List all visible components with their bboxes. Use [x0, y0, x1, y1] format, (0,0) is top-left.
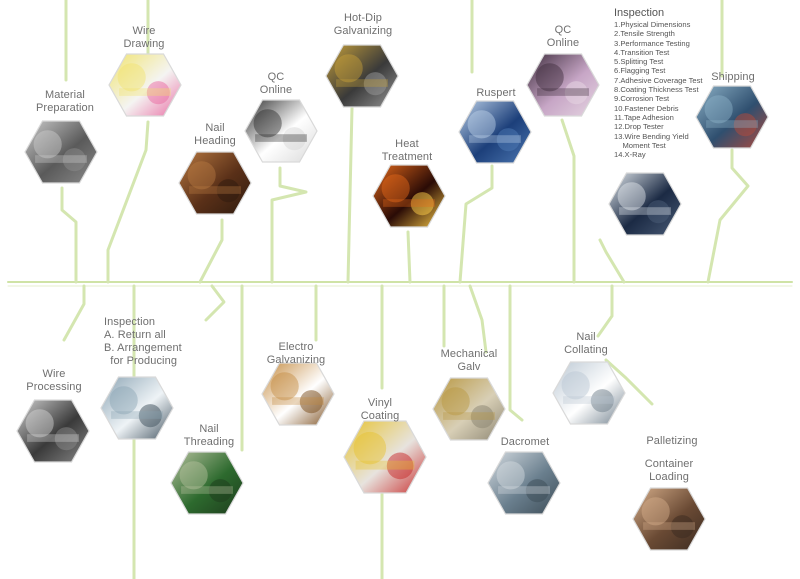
wire-coil-photo	[16, 399, 90, 463]
colored-nails-photo	[108, 53, 182, 117]
hex-nail-threading	[170, 451, 244, 515]
hex-inspection-arrangement	[100, 376, 174, 440]
bridge-photo	[526, 53, 600, 117]
connector-line	[470, 286, 486, 352]
hex-container-loading	[632, 487, 706, 551]
connector-line	[64, 286, 84, 340]
test-item: 4.Transition Test	[614, 48, 703, 57]
hex-electro-galvanizing	[261, 362, 335, 426]
label-nail-collating: Nail Collating	[560, 331, 612, 357]
test-item: 2.Tensile Strength	[614, 29, 703, 38]
connector-line	[510, 286, 522, 420]
label-mechanical-galv: Mechanical Galv	[436, 348, 502, 374]
test-item: 9.Corrosion Test	[614, 94, 703, 103]
hex-dacromet	[487, 451, 561, 515]
connector-line	[108, 122, 148, 282]
label-qc-online-2: QC Online	[538, 24, 588, 50]
test-item: 10.Fastener Debris	[614, 104, 703, 113]
connector-line	[408, 232, 410, 282]
collated-nails-photo	[261, 362, 335, 426]
label-material-preparation: Material Preparation	[22, 89, 108, 115]
test-item: 11.Tape Adhesion	[614, 113, 703, 122]
inspector-silhouette-photo	[244, 99, 318, 163]
test-item: 12.Drop Tester	[614, 122, 703, 131]
label-nail-heading: Nail Heading	[188, 122, 242, 148]
label-nail-threading: Nail Threading	[176, 423, 242, 449]
green-machine-photo	[170, 451, 244, 515]
paint-cans-photo	[343, 420, 427, 494]
label-heat-treatment: Heat Treatment	[374, 138, 440, 164]
furnace-photo	[372, 164, 446, 228]
hex-heat-treatment	[372, 164, 446, 228]
label-hot-dip-galvanizing: Hot-Dip Galvanizing	[326, 12, 400, 38]
blue-screws-photo	[458, 100, 532, 164]
label-wire-drawing: Wire Drawing	[112, 25, 176, 51]
hex-shipping	[695, 85, 769, 149]
connector-line	[460, 166, 492, 282]
factory-workers-photo	[178, 151, 252, 215]
hex-inspection-tests	[608, 172, 682, 236]
test-item: 14.X-Ray	[614, 150, 703, 159]
label-inspection-arrangement: Inspection A. Return all B. Arrangement …	[104, 316, 190, 368]
connector-line	[200, 220, 222, 282]
connector-line	[562, 120, 574, 282]
connector-line	[708, 150, 748, 282]
label-inspection-tests: Inspection	[614, 7, 703, 20]
label-electro-galvanizing: Electro Galvanizing	[262, 341, 330, 367]
steel-nuts-photo	[24, 120, 98, 184]
connector-line	[272, 168, 306, 282]
connector-line	[62, 188, 76, 282]
connector-line	[348, 108, 352, 282]
doctor-photo	[100, 376, 174, 440]
label-vinyl-coating: Vinyl Coating	[352, 397, 408, 423]
label-shipping: Shipping	[704, 71, 762, 84]
connector-line	[206, 286, 224, 320]
container-ship-photo	[695, 85, 769, 149]
hex-nail-collating	[552, 361, 626, 425]
wire-collated-nails-photo	[552, 361, 626, 425]
test-item: 6.Flagging Test	[614, 66, 703, 75]
label-container-loading: Container Loading	[636, 458, 702, 484]
test-item: 3.Performance Testing	[614, 39, 703, 48]
hex-nail-heading	[178, 151, 252, 215]
test-item: 5.Splitting Test	[614, 57, 703, 66]
hex-wire-drawing	[108, 53, 182, 117]
hex-hot-dip-galvanizing	[325, 44, 399, 108]
hex-vinyl-coating	[343, 420, 427, 494]
label-palletizing: Palletizing	[636, 435, 708, 448]
test-item: 8.Coating Thickness Test	[614, 85, 703, 94]
hex-ruspert	[458, 100, 532, 164]
connector-line	[600, 240, 624, 282]
hex-mechanical-galv	[432, 377, 506, 441]
test-machine-photo	[608, 172, 682, 236]
label-dacromet: Dacromet	[494, 436, 556, 449]
test-item: 13.Wire Bending Yield Moment Test	[614, 132, 703, 151]
hex-wire-processing	[16, 399, 90, 463]
connector-line	[598, 286, 612, 336]
label-qc-online-1: QC Online	[254, 71, 298, 97]
hex-qc-online-2	[526, 53, 600, 117]
label-ruspert: Ruspert	[470, 87, 522, 100]
nail-strip-photo	[325, 44, 399, 108]
golden-screws-photo	[432, 377, 506, 441]
hex-qc-online-1	[244, 99, 318, 163]
test-item: 7.Adhesive Coverage Test	[614, 76, 703, 85]
dacromet-plant-photo	[487, 451, 561, 515]
test-item: 1.Physical Dimensions	[614, 20, 703, 29]
warehouse-photo	[632, 487, 706, 551]
label-wire-processing: Wire Processing	[16, 368, 92, 394]
hex-material-preparation	[24, 120, 98, 184]
